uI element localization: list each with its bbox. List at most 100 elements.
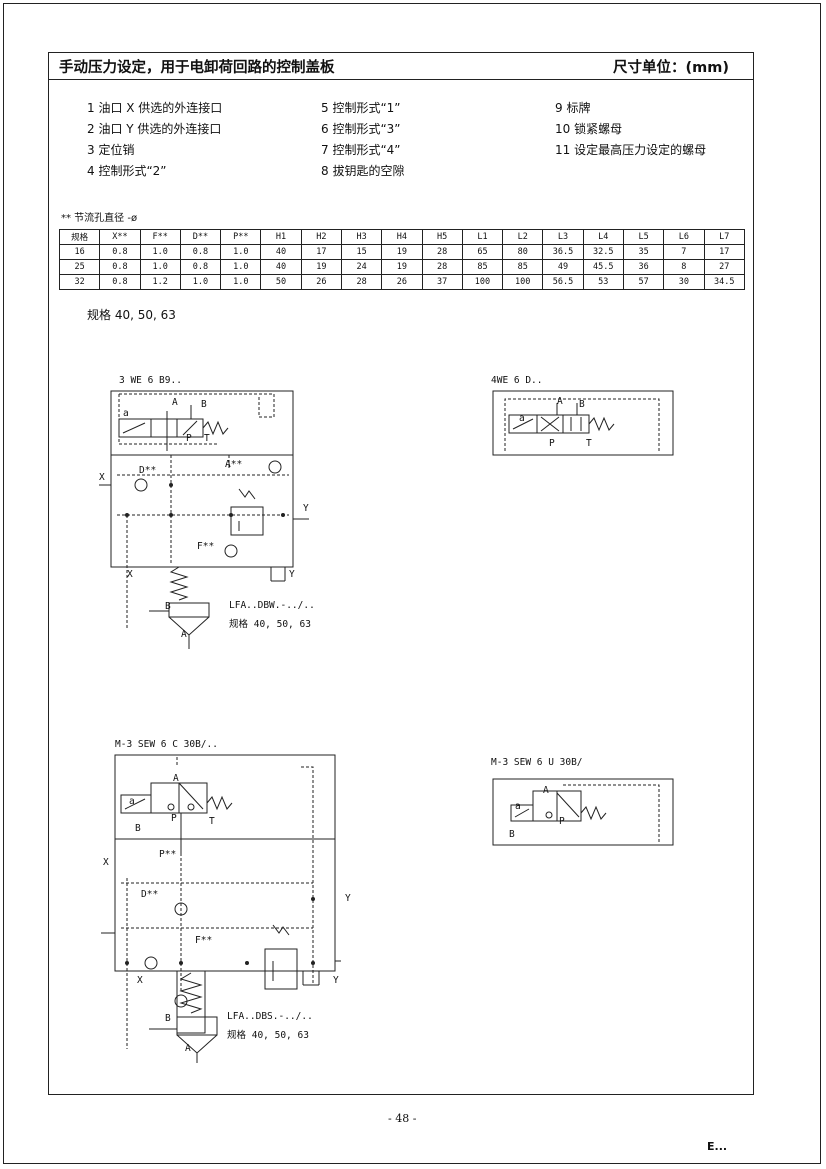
port-A-label: A bbox=[543, 785, 549, 796]
spring-icon bbox=[179, 972, 203, 1014]
table-cell: 0.8 bbox=[179, 244, 222, 260]
table-cell: 100 bbox=[461, 274, 504, 290]
diagram-1-type: LFA..DBW.-../.. bbox=[229, 600, 315, 611]
port-B-label: B bbox=[509, 829, 515, 840]
table-cell: 80 bbox=[502, 244, 544, 260]
pilot-line bbox=[176, 755, 314, 985]
table-cell: 32.5 bbox=[582, 244, 624, 260]
legend-item: 9 标牌 bbox=[555, 101, 591, 115]
table-cell: 27 bbox=[703, 259, 745, 275]
flow-arrow bbox=[178, 782, 204, 810]
table-cell: 49 bbox=[542, 259, 584, 275]
cover-body bbox=[114, 838, 336, 972]
table-cell: 40 bbox=[260, 259, 302, 275]
port-A-bottom-label: A bbox=[185, 1043, 191, 1054]
orifice-D-label: D** bbox=[141, 889, 159, 900]
legend-item: 7 控制形式“4” bbox=[321, 143, 401, 157]
table-cell: 1.2 bbox=[139, 274, 181, 290]
table-cell: 19 bbox=[381, 244, 423, 260]
table-header-cell: H4 bbox=[381, 229, 423, 245]
diagram-1-caption: 3 WE 6 B9.. bbox=[119, 375, 182, 386]
table-cell: 28 bbox=[421, 259, 463, 275]
port-Y-bottom-label: Y bbox=[333, 975, 339, 986]
table-cell: 40 bbox=[260, 244, 302, 260]
port-a-label: a bbox=[515, 801, 521, 812]
table-cell: 0.8 bbox=[179, 259, 222, 275]
table-cell: 26 bbox=[381, 274, 423, 290]
table-cell: 57 bbox=[622, 274, 665, 290]
table-cell: 34.5 bbox=[703, 274, 745, 290]
valve-square-1 bbox=[150, 418, 178, 438]
legend-item: 8 拔钥匙的空隙 bbox=[321, 164, 405, 178]
table-cell: 65 bbox=[461, 244, 504, 260]
port-a-label: a bbox=[129, 796, 135, 807]
page-title: 手动压力设定，用于电卸荷回路的控制盖板 bbox=[59, 60, 335, 76]
flow-arrow bbox=[182, 420, 198, 436]
table-cell: 15 bbox=[340, 244, 383, 260]
port-T-label: T bbox=[586, 438, 592, 449]
diagram-3-caption: M-3 SEW 6 C 30B/.. bbox=[115, 739, 218, 750]
table-cell: 37 bbox=[421, 274, 463, 290]
table-header-cell: L4 bbox=[582, 229, 624, 245]
legend-item: 11 设定最高压力设定的螺母 bbox=[555, 143, 707, 157]
diagram-3-schematic bbox=[101, 754, 341, 1063]
table-cell: 17 bbox=[703, 244, 745, 260]
valve-square-2 bbox=[562, 414, 590, 434]
port-P-label: P bbox=[171, 813, 177, 824]
table-cell: 56.5 bbox=[542, 274, 584, 290]
valve-square-2 bbox=[556, 790, 582, 822]
table-header-cell: L2 bbox=[502, 229, 544, 245]
spring-icon bbox=[206, 795, 233, 811]
diagram-1-schematic bbox=[99, 390, 309, 649]
port-A-label: A bbox=[172, 397, 178, 408]
port-a-label: a bbox=[123, 408, 129, 419]
table-header-cell: L1 bbox=[461, 229, 504, 245]
legend-item: 1 油口 X 供选的外连接口 bbox=[87, 101, 223, 115]
poppet-cone bbox=[176, 1034, 218, 1054]
table-cell: 53 bbox=[582, 274, 624, 290]
diagram-4-caption: M-3 SEW 6 U 30B/ bbox=[491, 757, 583, 768]
legend-item: 10 锁紧螺母 bbox=[555, 122, 623, 136]
port-T-label: T bbox=[204, 433, 210, 444]
diagram-3-type: LFA..DBS.-../.. bbox=[227, 1011, 313, 1022]
table-cell: 100 bbox=[502, 274, 544, 290]
port-B-bottom-label: B bbox=[165, 1013, 171, 1024]
orifice-d bbox=[144, 956, 158, 970]
table-header-cell: F** bbox=[139, 229, 181, 245]
adjust-icon bbox=[238, 488, 256, 500]
spring-icon bbox=[588, 416, 615, 432]
port-X-label: X bbox=[103, 857, 109, 868]
table-cell: 1.0 bbox=[220, 274, 262, 290]
port-P-label: P bbox=[186, 433, 192, 444]
sizes-label: 规格 40, 50, 63 bbox=[87, 308, 176, 322]
port-T-label: T bbox=[209, 816, 215, 827]
table-cell: 1.0 bbox=[179, 274, 222, 290]
table-cell: 8 bbox=[663, 259, 705, 275]
check-ball bbox=[187, 803, 195, 811]
valve-body bbox=[492, 778, 674, 846]
table-cell: 7 bbox=[663, 244, 705, 260]
table-cell: 1.0 bbox=[220, 259, 262, 275]
table-header-cell: H5 bbox=[421, 229, 463, 245]
valve-square-1 bbox=[150, 782, 180, 814]
port-A-label: A bbox=[557, 396, 563, 407]
legend-item: 2 油口 Y 供选的外连接口 bbox=[87, 122, 222, 136]
port-P-label: P bbox=[549, 438, 555, 449]
legend-column-1: 1 油口 X 供选的外连接口 2 油口 Y 供选的外连接口 3 定位销 4 控制… bbox=[87, 98, 222, 182]
legend-item: 5 控制形式“1” bbox=[321, 101, 401, 115]
flow-arrow bbox=[540, 416, 560, 432]
port-a-label: a bbox=[519, 413, 525, 424]
spring-icon bbox=[202, 420, 229, 436]
diagram-1-sizes: 规格 40, 50, 63 bbox=[229, 619, 311, 630]
content-frame: 手动压力设定，用于电卸荷回路的控制盖板 尺寸单位：(mm) 1 油口 X 供选的… bbox=[48, 52, 754, 1095]
pilot-line bbox=[563, 784, 660, 843]
port-A-label: A bbox=[173, 773, 179, 784]
spring-icon bbox=[169, 566, 189, 601]
solenoid-mark bbox=[512, 418, 534, 430]
valve-square-2 bbox=[178, 782, 208, 814]
legend-item: 4 控制形式“2” bbox=[87, 164, 167, 178]
page-number: - 48 - bbox=[388, 1112, 417, 1125]
pilot-line bbox=[504, 398, 660, 451]
